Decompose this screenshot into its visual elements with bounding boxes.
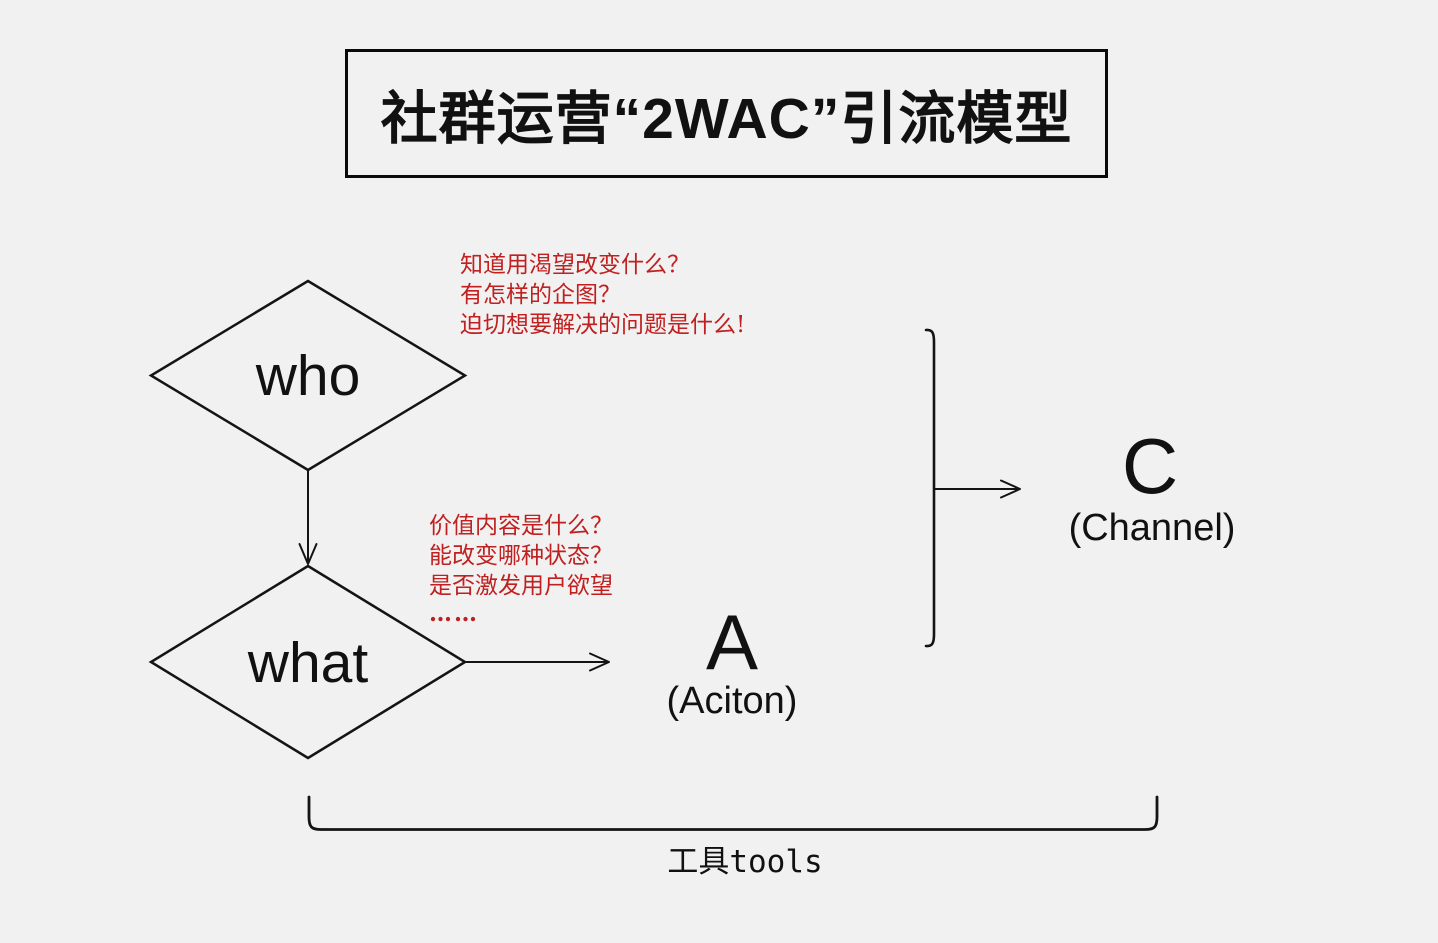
annotation-line: 迫切想要解决的问题是什么! bbox=[460, 312, 746, 338]
annotation-line: 知道用渴望改变什么？ bbox=[460, 252, 690, 278]
what-diamond-shape bbox=[148, 564, 468, 760]
action-letter: A bbox=[705, 597, 759, 686]
channel-arrow bbox=[933, 479, 1021, 499]
channel-letter: C bbox=[1121, 421, 1179, 510]
what-action-arrow bbox=[465, 652, 610, 672]
annotation-line: 价值内容是什么？ bbox=[429, 513, 613, 539]
annotation-ellipsis: …… bbox=[429, 600, 479, 627]
channel-bracket bbox=[924, 328, 936, 648]
action-caption: (Aciton) bbox=[666, 679, 798, 722]
tools-bracket bbox=[307, 795, 1159, 831]
channel-caption: (Channel) bbox=[1068, 506, 1236, 549]
what-annotations: 价值内容是什么？ 能改变哪种状态？ 是否激发用户欲望 …… bbox=[429, 511, 613, 627]
annotation-line: 是否激发用户欲望 bbox=[429, 573, 613, 599]
who-annotations: 知道用渴望改变什么？ 有怎样的企图？ 迫切想要解决的问题是什么! bbox=[460, 250, 745, 340]
who-node-label: who bbox=[255, 344, 361, 408]
title-box: 社群运营“2WAC”引流模型 bbox=[345, 49, 1108, 178]
what-node-label: what bbox=[247, 630, 369, 695]
page-title: 社群运营“2WAC”引流模型 bbox=[380, 86, 1073, 151]
annotation-line: 有怎样的企图？ bbox=[460, 282, 621, 308]
tools-label: 工具tools bbox=[667, 843, 823, 880]
who-what-arrow bbox=[298, 469, 318, 565]
annotation-line: 能改变哪种状态？ bbox=[429, 543, 613, 569]
